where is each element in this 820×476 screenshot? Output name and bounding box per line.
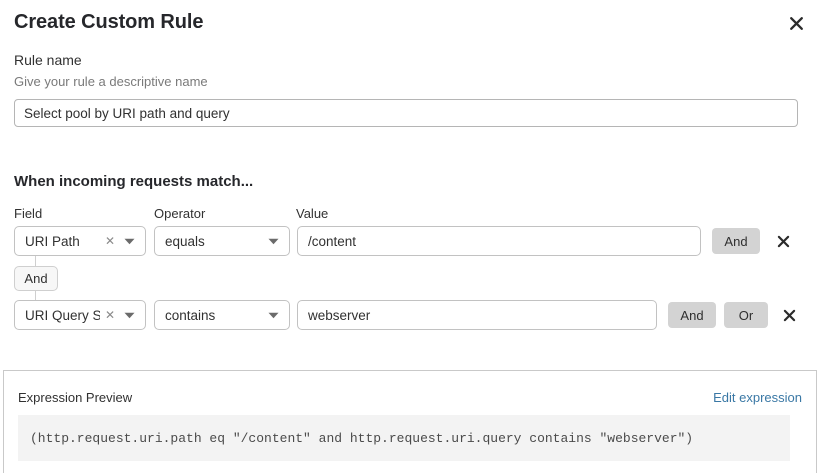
clear-icon[interactable]: ✕ (104, 234, 115, 248)
page-title: Create Custom Rule (14, 11, 204, 33)
field-select-2-value: URI Query St... (25, 307, 100, 323)
expression-preview-header: Expression Preview Edit expression (18, 389, 802, 407)
column-header-value: Value (296, 206, 329, 221)
expression-preview-code: (http.request.uri.path eq "/content" and… (18, 415, 790, 461)
chevron-down-icon-glyph (268, 312, 278, 318)
logic-and-button-1[interactable]: And (712, 228, 760, 254)
column-header-field: Field (14, 206, 43, 221)
field-select-1-value: URI Path (25, 233, 80, 249)
close-icon-glyph (789, 16, 803, 30)
close-icon (783, 309, 795, 321)
logic-and-button-2[interactable]: And (668, 302, 716, 328)
delete-condition-button-1[interactable] (774, 232, 792, 250)
rule-name-section: Rule name Give your rule a descriptive n… (14, 50, 798, 127)
value-input-2[interactable] (297, 300, 657, 330)
expression-preview-card: Expression Preview Edit expression (http… (3, 370, 817, 473)
rule-name-input[interactable] (14, 99, 798, 127)
column-header-operator: Operator (154, 206, 206, 221)
dialog-header: Create Custom Rule (14, 8, 806, 42)
operator-select-1[interactable]: equals (154, 226, 290, 256)
connector-and-badge[interactable]: And (14, 266, 58, 291)
match-section-heading: When incoming requests match... (14, 173, 254, 190)
expression-preview-title: Expression Preview (18, 390, 133, 405)
chevron-down-icon-glyph (124, 238, 134, 244)
chevron-down-icon-glyph (124, 312, 134, 318)
chevron-down-icon[interactable] (264, 238, 289, 245)
chevron-down-icon[interactable] (264, 312, 289, 319)
rule-name-label: Rule name (14, 52, 82, 68)
logic-or-button-2[interactable]: Or (724, 302, 768, 328)
operator-select-2-value: contains (165, 307, 216, 323)
field-select-2[interactable]: URI Query St... ✕ (14, 300, 146, 330)
field-select-1[interactable]: URI Path ✕ (14, 226, 146, 256)
value-input-1[interactable] (297, 226, 701, 256)
chevron-down-icon[interactable] (120, 312, 145, 319)
rule-name-help-text: Give your rule a descriptive name (14, 74, 208, 89)
clear-icon[interactable]: ✕ (104, 308, 115, 322)
condition-connector: And (14, 256, 134, 306)
chevron-down-icon-glyph (268, 238, 278, 244)
chevron-down-icon[interactable] (120, 238, 145, 245)
close-icon[interactable] (786, 13, 806, 33)
operator-select-1-value: equals (165, 233, 205, 249)
condition-column-headers: Field Operator Value (14, 205, 800, 223)
edit-expression-link[interactable]: Edit expression (713, 390, 802, 405)
operator-select-2[interactable]: contains (154, 300, 290, 330)
delete-condition-button-2[interactable] (780, 306, 798, 324)
close-icon (777, 235, 789, 247)
